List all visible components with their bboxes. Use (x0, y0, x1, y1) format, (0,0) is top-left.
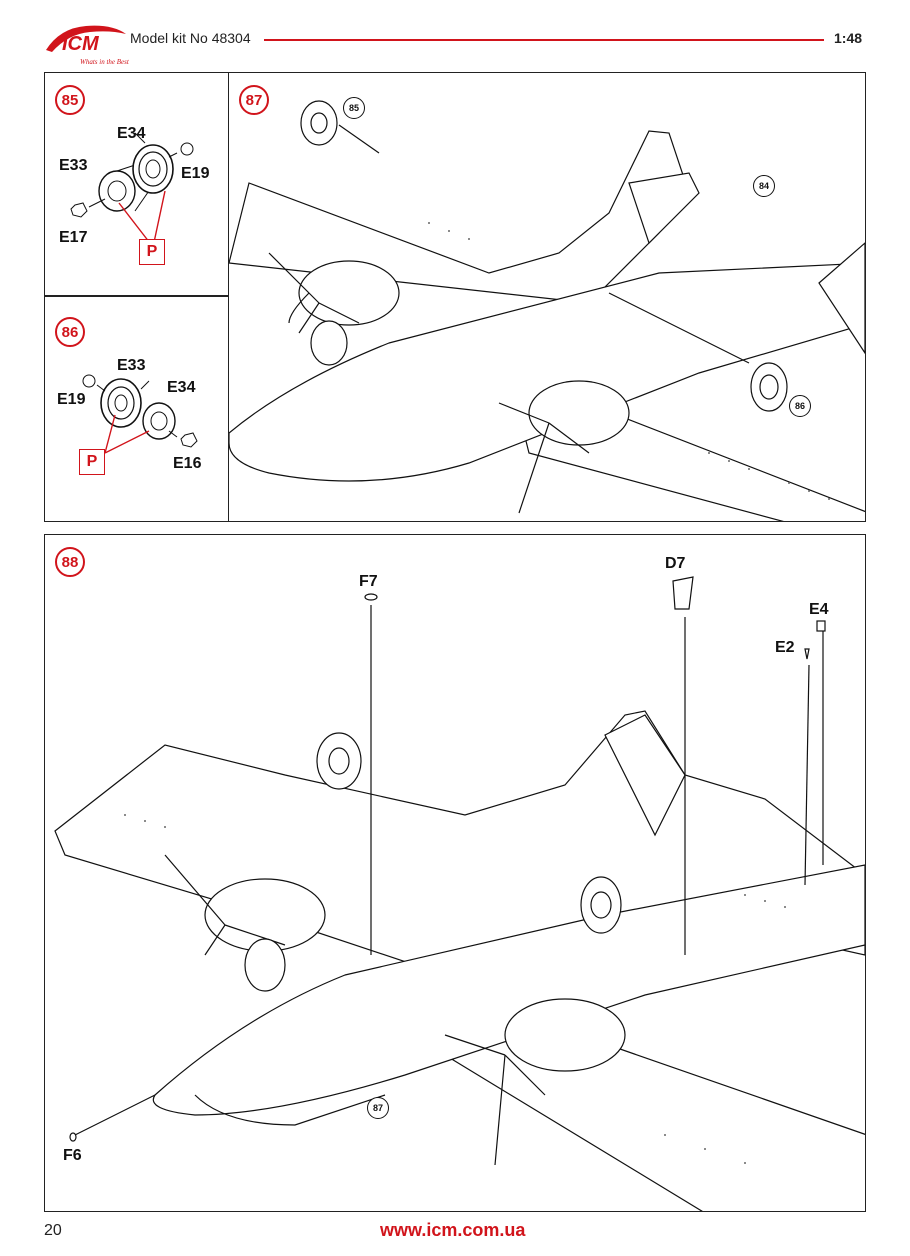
step-85-panel: 85 E34 E33 E19 E17 P (44, 72, 230, 296)
paint-callout: P (79, 449, 105, 475)
part-label-f7: F7 (359, 573, 378, 590)
part-label-e33: E33 (59, 157, 88, 174)
step-87-panel: 87 (228, 72, 866, 522)
page-number: 20 (44, 1222, 62, 1239)
part-label-d7: D7 (665, 555, 686, 572)
brand-text: ICM (62, 33, 100, 55)
wheel-assembly-drawing (70, 132, 194, 248)
part-label-e34: E34 (117, 125, 146, 142)
part-label-e34: E34 (167, 379, 196, 396)
step-number-88: 88 (55, 547, 85, 577)
part-label-e19: E19 (57, 391, 86, 408)
paint-callout: P (139, 239, 165, 265)
reference-86: 86 (789, 395, 811, 417)
wheel-assembly-drawing (82, 374, 198, 454)
aircraft-underside-drawing (229, 100, 865, 521)
step-88-panel: 88 (44, 534, 866, 1212)
step-number-85: 85 (55, 85, 85, 115)
part-label-e16: E16 (173, 455, 202, 472)
kit-title: Model kit No 48304 (130, 30, 251, 46)
step-86-panel: 86 E33 E34 E19 E16 P (44, 296, 230, 522)
icm-logo: ICM Whats in the Best (46, 25, 130, 66)
aircraft-underside-drawing (54, 576, 865, 1211)
part-label-f6: F6 (63, 1147, 82, 1164)
part-label-e2: E2 (775, 639, 795, 656)
header-rule (264, 39, 824, 41)
slogan-text: Whats in the Best (80, 58, 130, 66)
part-label-e33: E33 (117, 357, 146, 374)
reference-87: 87 (367, 1097, 389, 1119)
part-label-e17: E17 (59, 229, 88, 246)
reference-84: 84 (753, 175, 775, 197)
step-number-86: 86 (55, 317, 85, 347)
website-link[interactable]: www.icm.com.ua (380, 1220, 526, 1240)
part-label-e4: E4 (809, 601, 829, 618)
reference-85: 85 (343, 97, 365, 119)
scale-label: 1:48 (834, 30, 863, 46)
page-header: ICM Whats in the Best Model kit No 48304… (0, 0, 910, 70)
step-number-87: 87 (239, 85, 269, 115)
part-label-e19: E19 (181, 165, 210, 182)
